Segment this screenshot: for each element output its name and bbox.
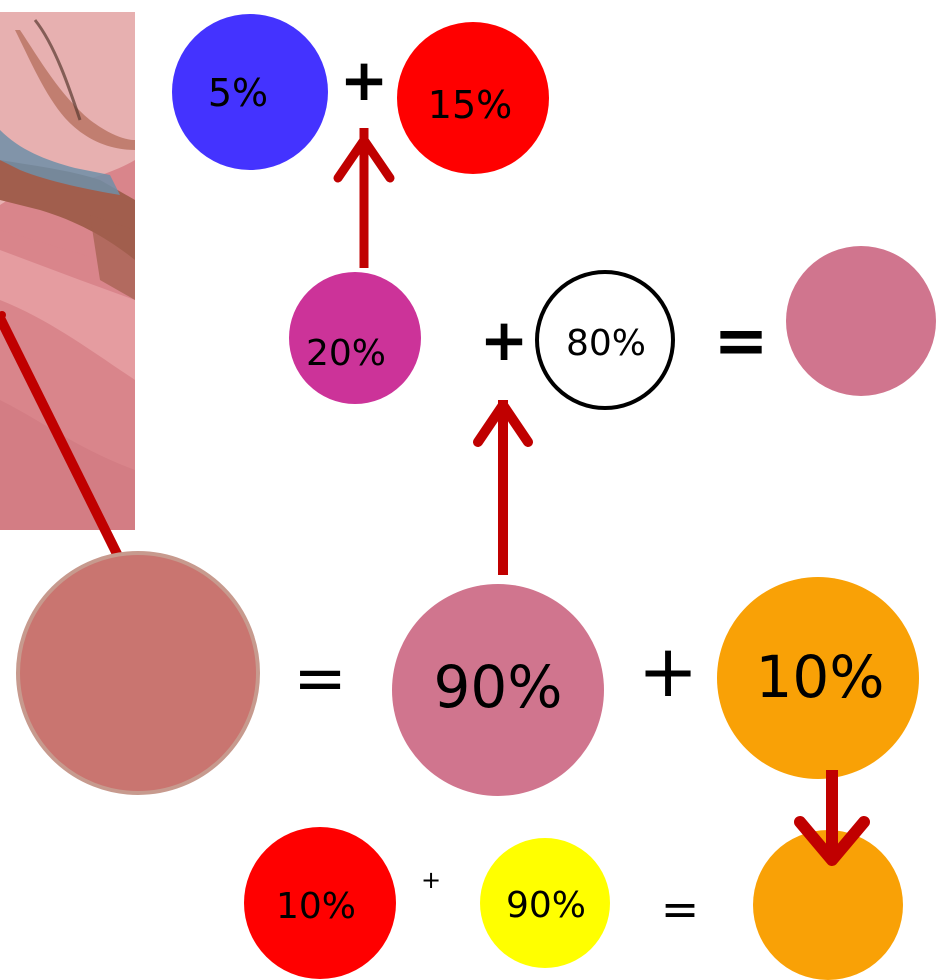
plus-sign-bottom: + (421, 866, 441, 894)
red-percent-label-bottom: 10% (276, 886, 356, 927)
yellow-percent-label: 90% (506, 885, 586, 926)
arrow-up-top (333, 128, 395, 268)
red-circle-top (397, 22, 549, 174)
blue-circle (172, 14, 328, 170)
white-percent-label: 80% (566, 323, 646, 364)
red-percent-label-top: 15% (428, 83, 512, 127)
magenta-percent-label: 20% (306, 333, 386, 374)
pink-circle-main (392, 584, 604, 796)
orange-circle-main (717, 577, 919, 779)
arrow-up-middle (473, 400, 533, 575)
white-circle (535, 270, 675, 410)
equals-sign-main: = (293, 642, 347, 716)
red-circle-bottom (244, 827, 396, 979)
blue-percent-label: 5% (208, 71, 268, 115)
equals-sign-row2: = (713, 302, 768, 379)
pink-percent-label: 90% (434, 653, 563, 721)
equals-sign-bottom: = (661, 882, 700, 936)
sampled-color-circle (16, 551, 260, 795)
plus-sign-main: + (638, 629, 698, 713)
magenta-circle (289, 272, 421, 404)
arrow-down (794, 770, 870, 866)
plus-sign-row2: + (480, 306, 529, 374)
orange-percent-label: 10% (756, 643, 885, 711)
pointer-line (0, 315, 123, 559)
yellow-circle (480, 838, 610, 968)
orange-result-circle (753, 830, 903, 980)
pink-result-circle (786, 246, 936, 396)
plus-sign-row1: + (340, 46, 389, 114)
